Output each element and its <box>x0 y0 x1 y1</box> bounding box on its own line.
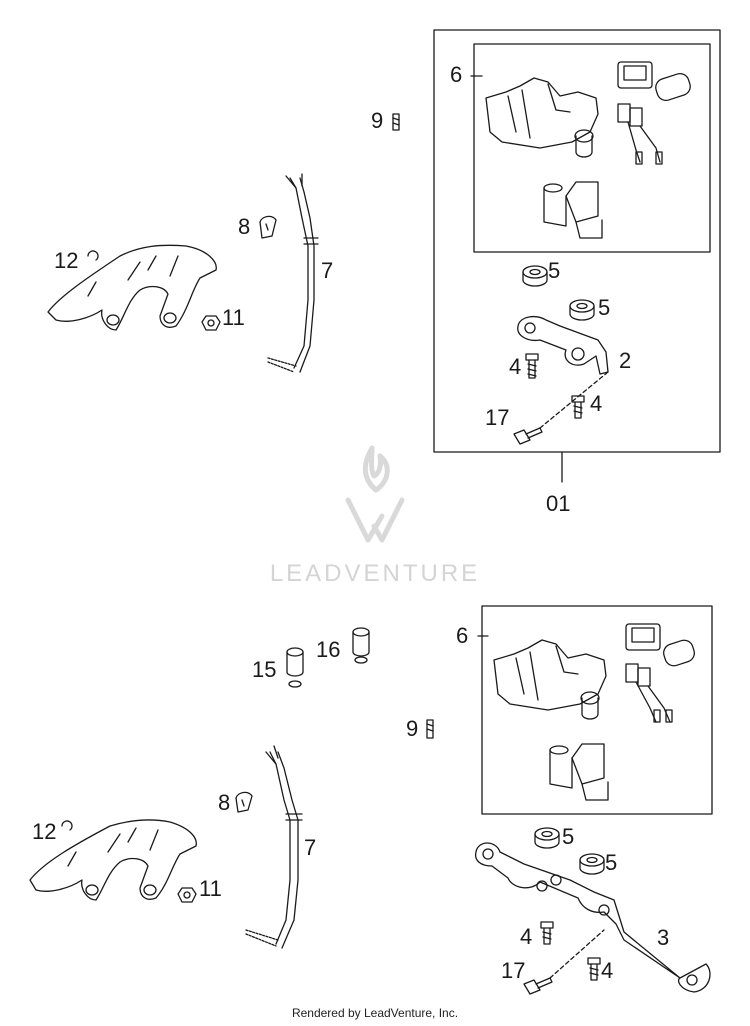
callout-7-top: 7 <box>321 258 334 283</box>
callout-2-top: 2 <box>619 348 632 373</box>
speedo-cable-bottom <box>245 745 303 949</box>
callout-group-01: 01 <box>546 491 571 516</box>
callout-15-bottom: 15 <box>252 657 277 682</box>
switch-housing-bottom <box>493 639 607 720</box>
washer-12-bottom <box>61 820 73 831</box>
fork-guard-bottom <box>29 819 197 901</box>
washer-12-top <box>87 250 99 261</box>
sensor-wires-bottom <box>625 663 673 723</box>
callout-3-bottom: 3 <box>657 925 670 950</box>
grommets-bottom <box>534 827 605 875</box>
switch-clamp-bottom <box>549 743 609 801</box>
callout-5b-bottom: 5 <box>605 850 618 875</box>
clip-8-top <box>259 215 277 239</box>
callout-4b-top: 4 <box>590 391 603 416</box>
display-and-gasket-top <box>617 61 691 102</box>
callout-5a-top: 5 <box>548 258 561 283</box>
bracket-long-bottom <box>474 842 711 993</box>
bracket-top <box>517 315 609 375</box>
callout-17-bottom: 17 <box>501 958 526 983</box>
callout-11-bottom: 11 <box>199 876 222 901</box>
screws-bottom <box>523 921 601 995</box>
kit-6-inner-box-top <box>473 43 711 253</box>
display-and-gasket-bottom <box>625 623 695 667</box>
callout-4b-bottom: 4 <box>601 958 614 983</box>
screws-top <box>513 353 585 445</box>
nut-11-bottom <box>177 887 197 903</box>
bolt-16-bottom <box>352 627 370 664</box>
callout-4a-bottom: 4 <box>520 924 533 949</box>
bolt-9-top <box>392 113 400 131</box>
bolt-15-bottom <box>286 647 304 688</box>
grommets-top <box>522 265 595 321</box>
watermark-logo <box>345 445 405 543</box>
bolt-9-bottom <box>426 719 434 739</box>
kit-01-outer-box <box>433 29 721 453</box>
callout-17-top: 17 <box>485 405 510 430</box>
callout-12-bottom: 12 <box>32 819 57 844</box>
callout-8-top: 8 <box>238 214 251 239</box>
footer-credit: Rendered by LeadVenture, Inc. <box>291 1006 459 1020</box>
callout-8-bottom: 8 <box>218 790 231 815</box>
sensor-wires-top <box>617 103 663 165</box>
nut-11-top <box>201 315 221 331</box>
callout-5a-bottom: 5 <box>562 824 575 849</box>
callout-4a-top: 4 <box>509 354 522 379</box>
callout-6-top: 6 <box>450 62 463 87</box>
watermark-text: LEADVENTURE <box>269 560 481 587</box>
callout-16-bottom: 16 <box>316 637 341 662</box>
switch-housing-top <box>485 77 599 158</box>
callout-9-top: 9 <box>371 108 384 133</box>
callout-9-bottom: 9 <box>406 716 419 741</box>
kit-6-inner-box-bottom <box>481 605 713 815</box>
fork-guard-top <box>47 244 217 331</box>
callout-12-top: 12 <box>54 248 79 273</box>
callout-6-bottom: 6 <box>456 623 469 648</box>
callout-11-top: 11 <box>222 305 245 330</box>
clip-8-bottom <box>235 791 253 813</box>
callout-5b-top: 5 <box>598 295 611 320</box>
speedo-cable-top <box>267 173 319 373</box>
switch-clamp-top <box>543 181 603 239</box>
callout-7-bottom: 7 <box>304 835 317 860</box>
